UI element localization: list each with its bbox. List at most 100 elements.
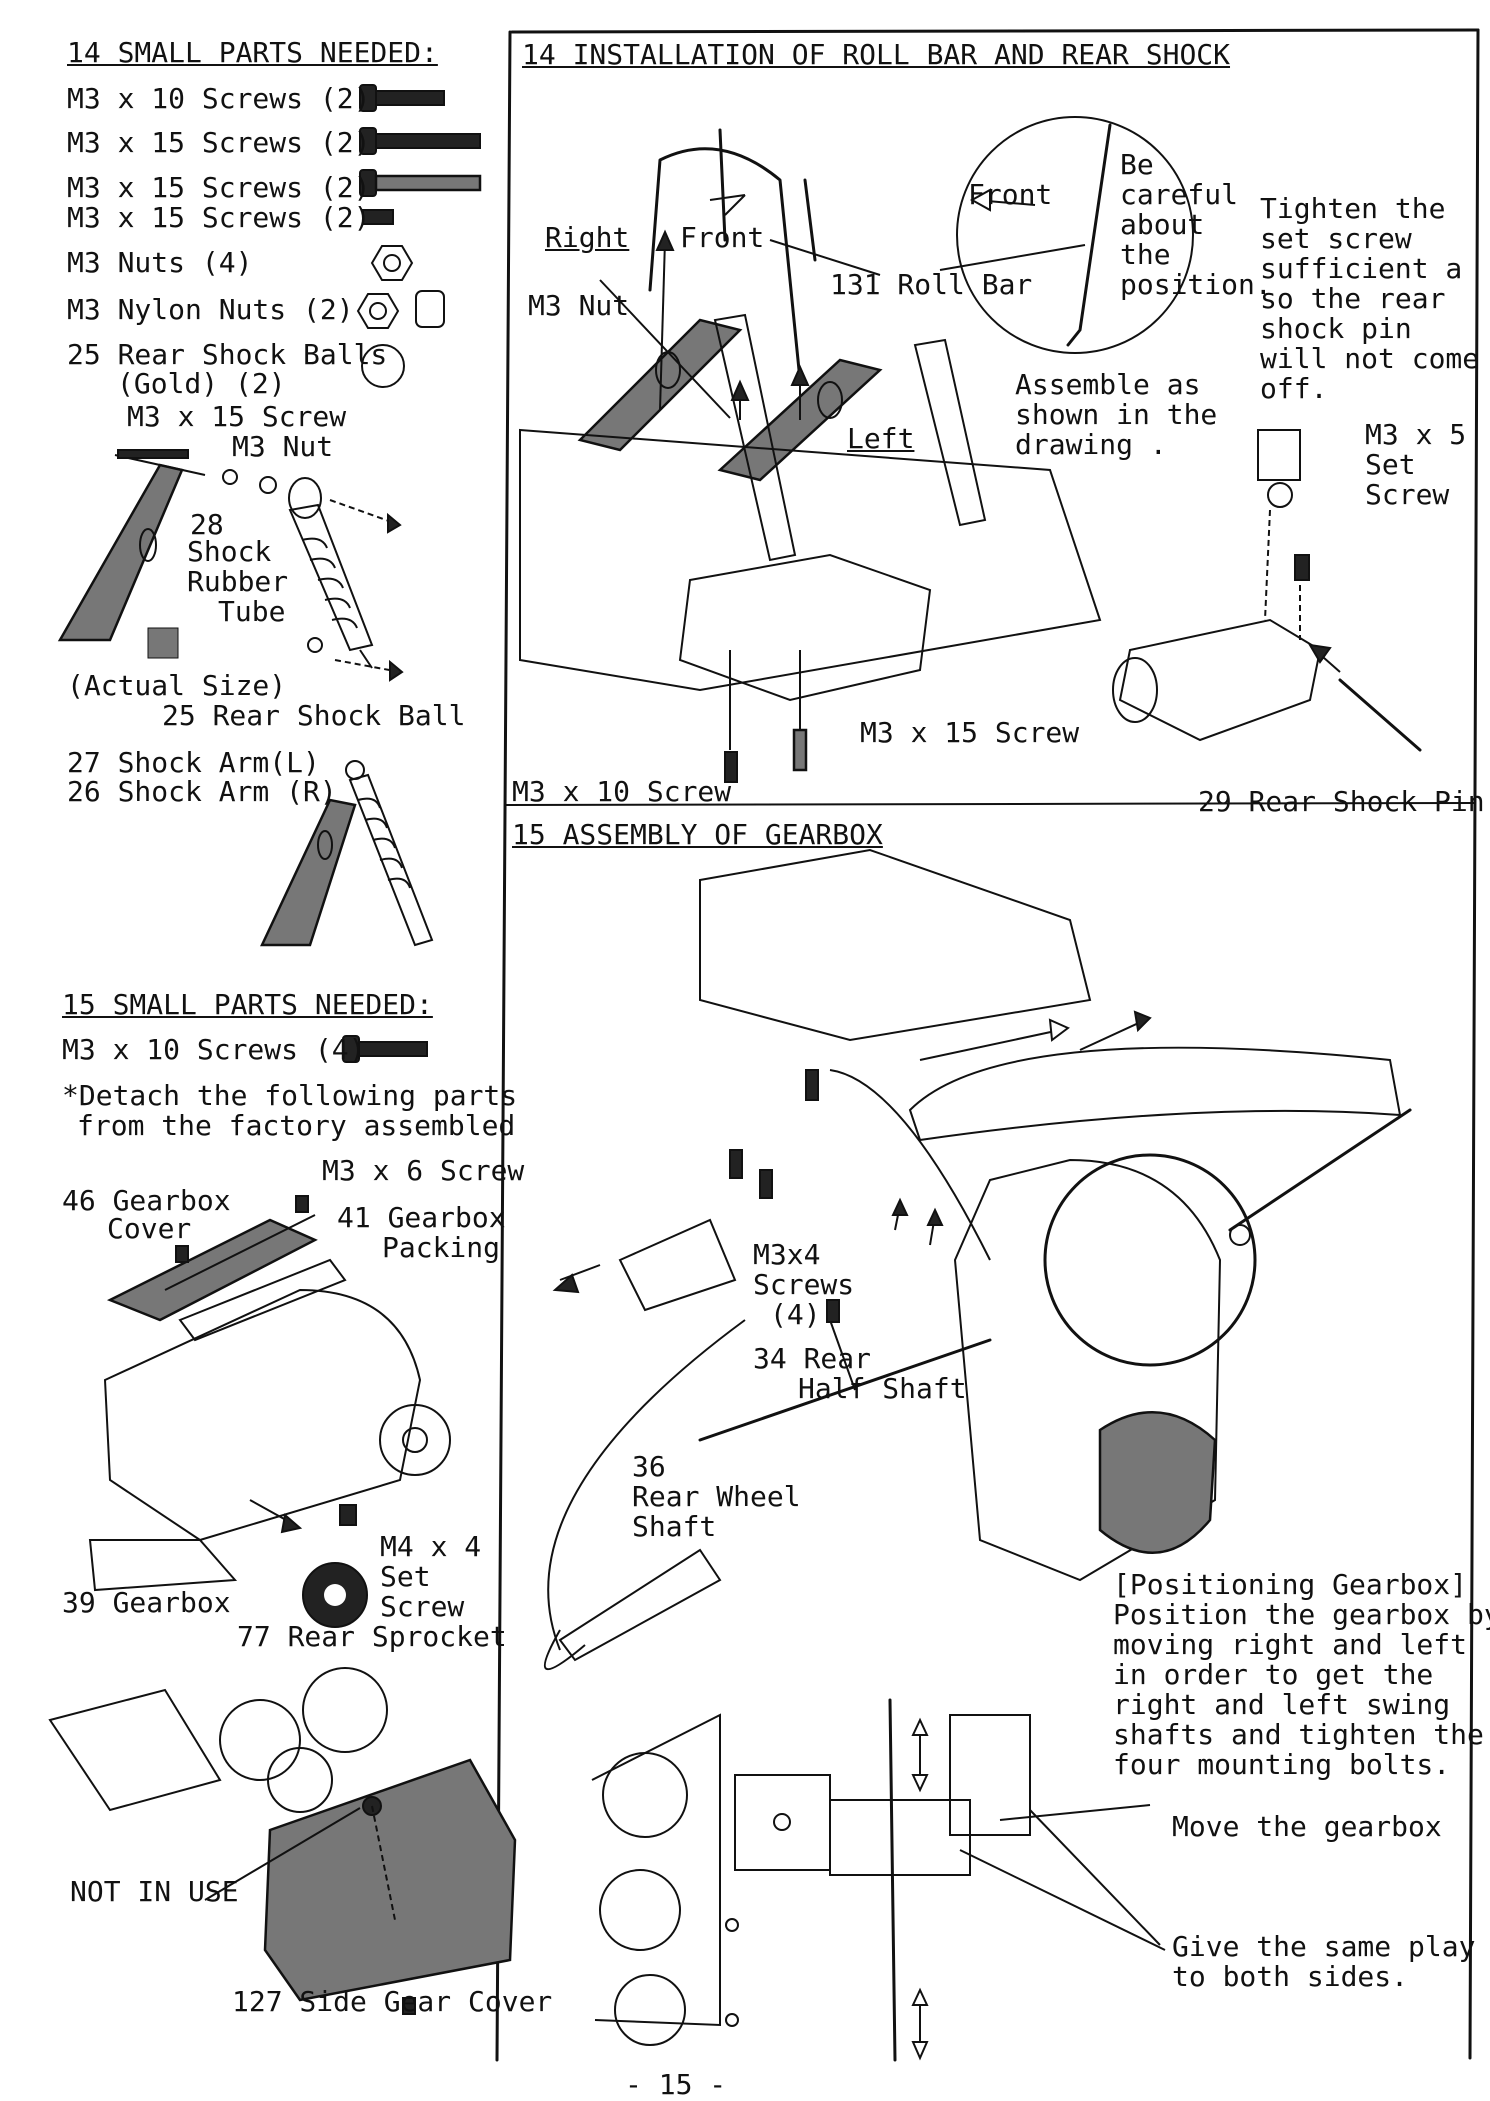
label-shock-tube-2: Rubber — [187, 565, 289, 598]
positioning-line-5: right and left swing — [1113, 1688, 1451, 1721]
page-number: - 15 - — [625, 2068, 727, 2101]
label-m3x15-screw: M3 x 15 Screw — [127, 400, 347, 433]
tighten-note-1: Tighten the — [1260, 192, 1446, 225]
label-not-in-use: NOT IN USE — [70, 1875, 239, 1908]
label-m3x4-count: (4) — [770, 1298, 821, 1331]
label-gearbox: 39 Gearbox — [62, 1586, 231, 1619]
label-left: Left — [847, 422, 915, 455]
label-m3-nut: M3 Nut — [232, 430, 334, 463]
careful-note-4: the — [1120, 238, 1171, 271]
screw-icon-m3x15 — [359, 127, 481, 155]
section-divider — [504, 802, 1475, 806]
label-shock-arm-r: 26 Shock Arm (R) — [67, 775, 337, 808]
label-rear-wheel-shaft-3: Shaft — [632, 1510, 717, 1543]
label-gearbox-cover-2: Cover — [107, 1212, 192, 1245]
label-move-gearbox: Move the gearbox — [1172, 1810, 1442, 1843]
part-m3x15-screws-c: M3 x 15 Screws (2) — [67, 201, 371, 234]
screw-icon-m3x15-tapping — [359, 169, 482, 197]
part-m3x10-screws: M3 x 10 Screws (2) — [67, 82, 371, 115]
s15-heading: 15 ASSEMBLY OF GEARBOX — [512, 818, 883, 851]
s15-parts-title: 15 SMALL PARTS NEEDED: — [62, 988, 433, 1021]
label-rear-wheel-shaft-2: Rear Wheel — [632, 1480, 801, 1513]
label-set-r: Set — [1365, 448, 1416, 481]
positioning-line-4: in order to get the — [1113, 1658, 1434, 1691]
detach-note-1: *Detach the following parts — [62, 1079, 518, 1112]
label-gearbox-packing-2: Packing — [382, 1231, 501, 1264]
label-m3x6-screw: M3 x 6 Screw — [322, 1154, 525, 1187]
careful-note-2: careful — [1120, 178, 1239, 211]
positioning-line-7: four mounting bolts. — [1113, 1748, 1451, 1781]
nut-icon — [370, 245, 414, 281]
part-m3-nylon-nuts: M3 Nylon Nuts (2) — [67, 293, 354, 326]
shock-arm-figure-2 — [260, 760, 434, 947]
tighten-note-6: will not come — [1260, 342, 1480, 375]
screw-icon-15 — [342, 1035, 428, 1063]
label-screw-r: Screw — [1365, 478, 1450, 511]
tighten-note-2: set screw — [1260, 222, 1412, 255]
label-rear-sprocket: 77 Rear Sprocket — [237, 1620, 507, 1653]
label-same-play-1: Give the same play — [1172, 1930, 1476, 1963]
label-m3x4: M3x4 — [753, 1238, 821, 1271]
roll-bar-detail-circle — [939, 116, 1194, 354]
label-side-gear-cover: 127 Side Gear Cover — [232, 1985, 553, 2018]
label-tube-number: 28 — [190, 508, 224, 541]
label-screw: Screw — [380, 1590, 465, 1623]
assemble-note-1: Assemble as — [1015, 368, 1201, 401]
screw-icon-m3x10 — [359, 84, 445, 112]
column-divider — [495, 30, 512, 2062]
label-shock-tube-1: Shock — [187, 535, 272, 568]
set-screw-icon — [362, 209, 394, 225]
gearbox-exploded-figure — [88, 1195, 451, 1628]
tighten-note-4: so the rear — [1260, 282, 1446, 315]
label-rear-wheel-shaft-1: 36 — [632, 1450, 666, 1483]
label-front-detail: Front — [968, 178, 1053, 211]
label-rear-half-shaft-2: Half Shaft — [798, 1372, 967, 1405]
label-rear-shock-pin: 29 Rear Shock Pin — [1198, 785, 1485, 818]
section-14-box-right — [1468, 28, 1480, 2060]
label-same-play-2: to both sides. — [1172, 1960, 1409, 1993]
positioning-gearbox-figure — [591, 1698, 1166, 2062]
tighten-note-3: sufficient a — [1260, 252, 1463, 285]
positioning-line-6: shafts and tighten the — [1113, 1718, 1484, 1751]
s14-parts-title: 14 SMALL PARTS NEEDED: — [67, 36, 438, 69]
label-m3x5: M3 x 5 — [1365, 418, 1467, 451]
label-right: Right — [545, 221, 630, 254]
label-gearbox-packing-1: 41 Gearbox — [337, 1201, 506, 1234]
label-m3x15-right: M3 x 15 Screw — [860, 716, 1080, 749]
careful-note-1: Be — [1120, 148, 1154, 181]
positioning-line-3: moving right and left — [1113, 1628, 1468, 1661]
section-14-box-top — [510, 28, 1480, 34]
shock-ball-icon — [361, 344, 405, 388]
shock-arm-figure-1 — [57, 449, 404, 682]
careful-note-3: about — [1120, 208, 1205, 241]
part-gold: (Gold) (2) — [117, 367, 286, 400]
label-set: Set — [380, 1560, 431, 1593]
label-m4x4: M4 x 4 — [380, 1530, 482, 1563]
label-m3x4-screws: Screws — [753, 1268, 855, 1301]
part-m3x15-screws: M3 x 15 Screws (2) — [67, 126, 371, 159]
assemble-note-3: drawing . — [1015, 428, 1167, 461]
tighten-note-5: shock pin — [1260, 312, 1412, 345]
side-gear-cover-figure — [48, 1667, 517, 2015]
label-front: Front — [680, 221, 765, 254]
part-m3-nuts: M3 Nuts (4) — [67, 246, 253, 279]
careful-note-5: position. — [1120, 268, 1272, 301]
label-actual-size: (Actual Size) — [67, 669, 287, 702]
positioning-line-2: Position the gearbox by — [1113, 1598, 1490, 1631]
label-rear-half-shaft-1: 34 Rear — [753, 1342, 872, 1375]
part-m3x10-screws-4: M3 x 10 Screws (4) — [62, 1033, 366, 1066]
label-roll-bar: 131 Roll Bar — [830, 268, 1033, 301]
label-gearbox-cover-1: 46 Gearbox — [62, 1184, 231, 1217]
roll-bar-installation-figure — [519, 128, 1102, 783]
detach-note-2: from the factory assembled — [77, 1109, 516, 1142]
rear-shock-pin-figure — [1112, 429, 1422, 752]
assemble-note-2: shown in the — [1015, 398, 1218, 431]
label-shock-tube-3: Tube — [218, 595, 286, 628]
label-rear-shock-ball: 25 Rear Shock Ball — [162, 699, 466, 732]
label-m3x10-right: M3 x 10 Screw — [512, 775, 732, 808]
tighten-note-7: off. — [1260, 372, 1328, 405]
part-m3x15-screws-b: M3 x 15 Screws (2) — [67, 171, 371, 204]
part-rear-shock-balls: 25 Rear Shock Balls — [67, 338, 388, 371]
gearbox-assembly-figure — [543, 848, 1412, 1671]
